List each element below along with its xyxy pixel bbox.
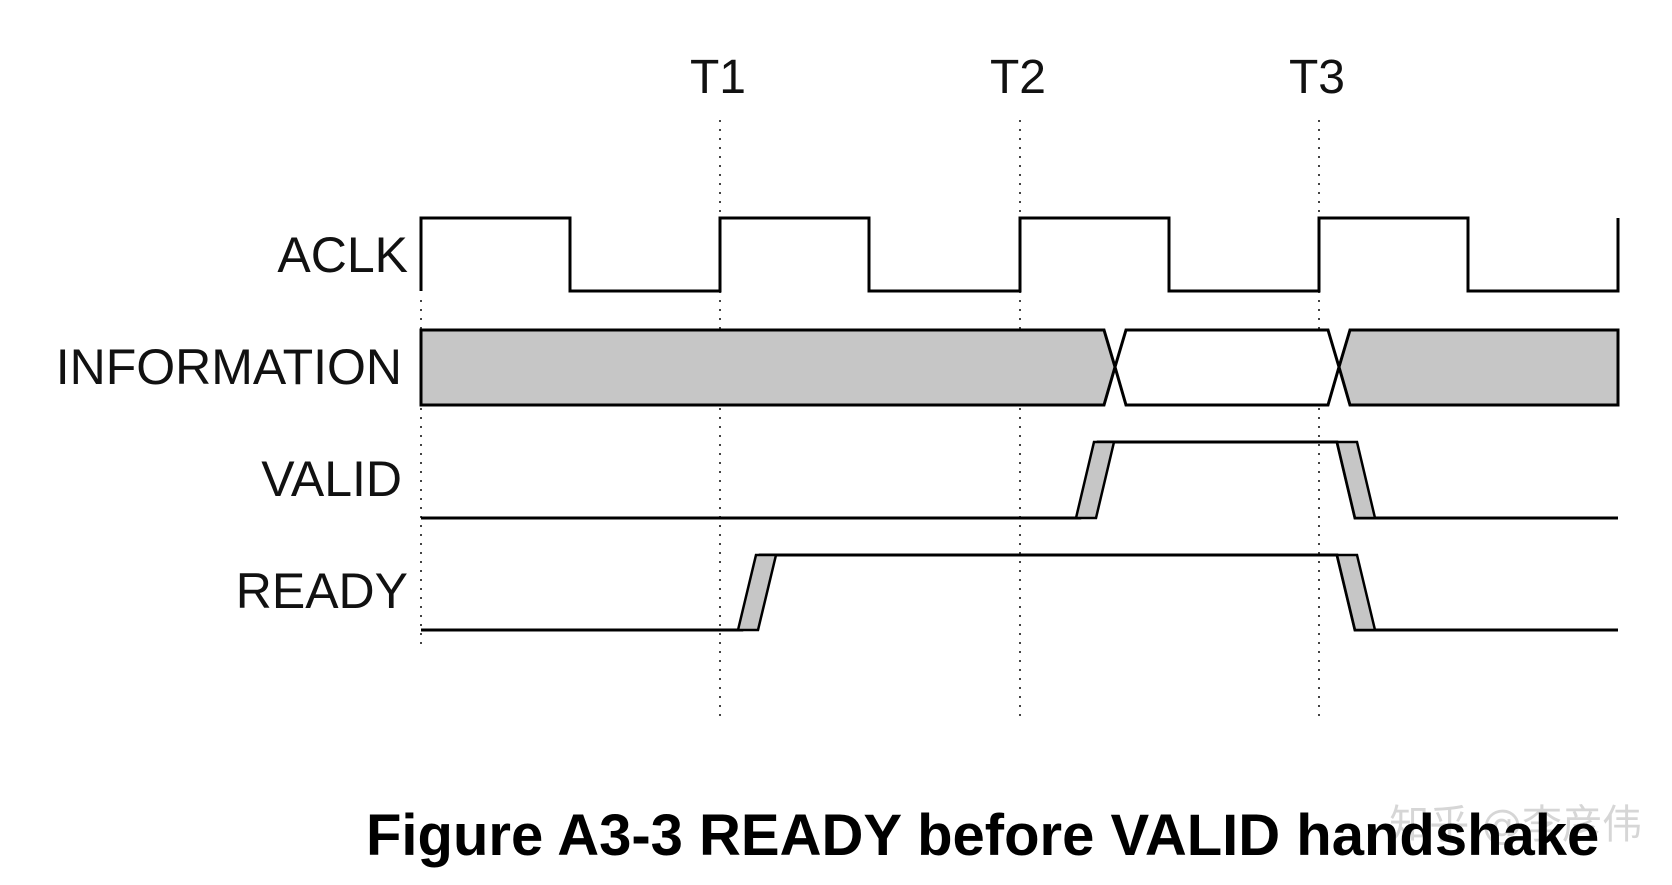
time-marker-t3: T3 bbox=[1289, 51, 1345, 104]
watermark-text: 知乎 @李彦伟 bbox=[1389, 802, 1642, 848]
signal-label-aclk: ACLK bbox=[277, 227, 408, 283]
time-marker-t1: T1 bbox=[690, 51, 746, 104]
ready-falling-edge bbox=[1335, 553, 1377, 632]
signal-label-information: INFORMATION bbox=[56, 339, 402, 395]
valid-falling-edge bbox=[1335, 440, 1377, 520]
figure-caption: Figure A3-3 READY before VALID handshake bbox=[366, 803, 1599, 868]
signal-label-ready: READY bbox=[236, 563, 408, 619]
signal-label-valid: VALID bbox=[261, 451, 402, 507]
information-bus-segment-3 bbox=[1337, 328, 1620, 407]
ready-rising-edge bbox=[736, 553, 778, 632]
information-bus-segment-1 bbox=[419, 328, 1117, 407]
ready-waveform bbox=[421, 553, 1618, 632]
time-marker-t2: T2 bbox=[990, 51, 1046, 104]
information-bus-segment-2 bbox=[1113, 328, 1341, 407]
valid-rising-edge bbox=[1074, 440, 1116, 520]
aclk-waveform bbox=[419, 216, 1620, 293]
valid-waveform bbox=[421, 440, 1618, 520]
